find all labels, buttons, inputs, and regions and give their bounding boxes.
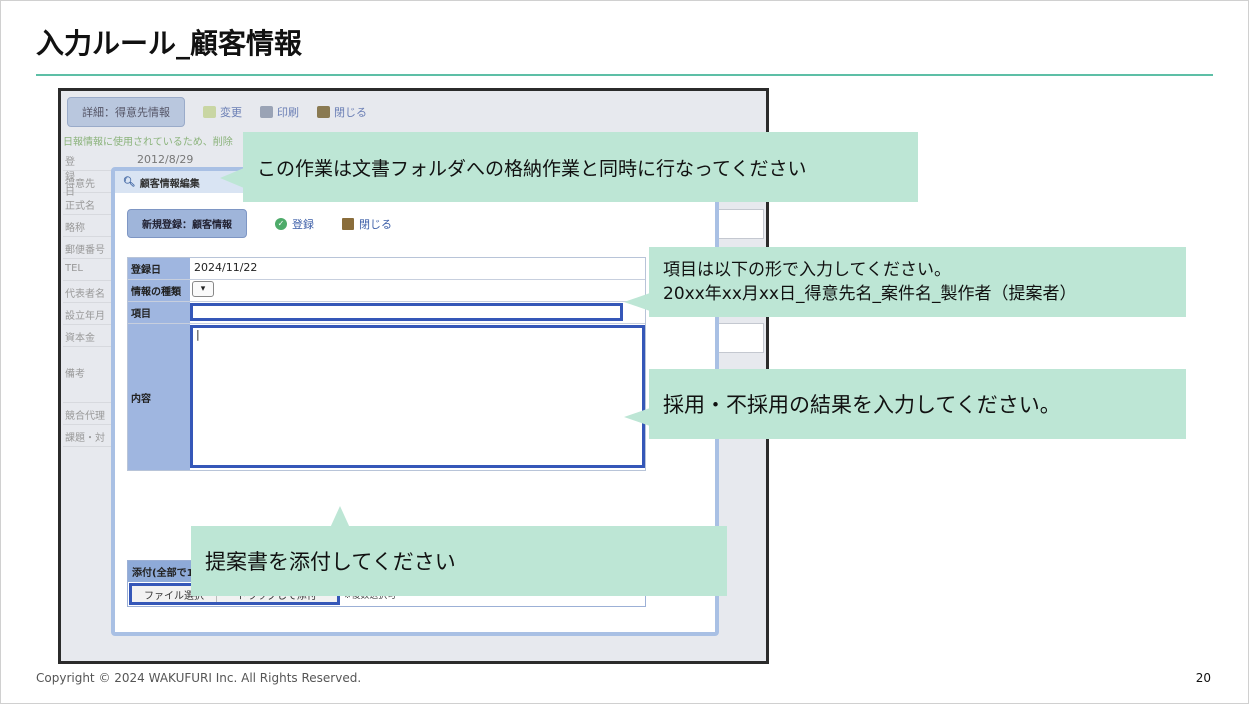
bg-notice: 日報情報に使用されているため、削除: [63, 137, 233, 148]
bg-row-label: 正式名: [65, 201, 95, 212]
callout-item-line1: 項目は以下の形で入力してください。: [663, 260, 951, 280]
type-label: 情報の種類: [128, 280, 190, 301]
door-icon: [317, 106, 330, 118]
bg-row-label: 競合代理: [65, 411, 105, 422]
date-label: 登録日: [128, 258, 190, 279]
callout-attach-arrow: [330, 506, 350, 528]
callout-attach-text: 提案書を添付してください: [205, 550, 456, 574]
bg-row-label: 課題・対: [65, 433, 105, 444]
bg-toolbar: 詳細：得意先情報 変更 印刷 閉じる: [63, 95, 764, 129]
bg-change-button[interactable]: 変更: [203, 104, 242, 120]
dialog-toolbar: 新規登録：顧客情報 ✓ 登録 閉じる: [127, 209, 392, 238]
callout-top: この作業は文書フォルダへの格納作業と同時に行なってください: [243, 132, 918, 202]
content-row: 内容 |: [128, 324, 645, 470]
title-divider: [36, 74, 1213, 76]
bg-row-value: 2012/8/29: [137, 153, 194, 166]
register-label: 登録: [292, 217, 314, 231]
page-number: 20: [1195, 671, 1211, 685]
bg-detail-tab[interactable]: 詳細：得意先情報: [67, 97, 185, 127]
bg-row-label: 得意先: [65, 179, 95, 190]
new-register-tab[interactable]: 新規登録：顧客情報: [127, 209, 247, 238]
item-label: 項目: [128, 302, 190, 323]
dialog-close-button[interactable]: 閉じる: [342, 216, 392, 232]
callout-content-arrow: [624, 408, 650, 426]
door-icon: [342, 217, 354, 230]
bg-row-label: 略称: [65, 223, 85, 234]
callout-item-arrow: [624, 293, 650, 311]
callout-item-line2: 20xx年xx月xx日_得意先名_案件名_製作者（提案者）: [663, 284, 1077, 304]
content-label: 内容: [128, 324, 190, 470]
callout-top-text: この作業は文書フォルダへの格納作業と同時に行なってください: [257, 157, 807, 180]
magnifier-icon: 🔍︎: [123, 176, 136, 188]
edit-icon: [203, 106, 216, 118]
dialog-close-label: 閉じる: [359, 217, 392, 231]
bg-print-label: 印刷: [277, 106, 299, 119]
bg-row-label: TEL: [65, 263, 83, 274]
callout-content: 採用・不採用の結果を入力してください。: [649, 369, 1186, 439]
register-button[interactable]: ✓ 登録: [275, 216, 314, 232]
dialog-title: 顧客情報編集: [139, 178, 200, 190]
check-icon: ✓: [275, 217, 287, 230]
customer-form: 登録日 2024/11/22 情報の種類 ▾ 項目 内容 |: [127, 257, 646, 471]
item-input[interactable]: [190, 303, 623, 321]
bg-print-button[interactable]: 印刷: [260, 104, 299, 120]
bg-row-label: 設立年月: [65, 311, 105, 322]
info-type-select[interactable]: ▾: [192, 281, 214, 297]
bg-field-box: [718, 209, 764, 239]
bg-row-label: 登録日: [65, 157, 75, 198]
callout-content-text: 採用・不採用の結果を入力してください。: [663, 393, 1061, 417]
content-label-text: 内容: [131, 393, 151, 405]
printer-icon: [260, 106, 273, 118]
bg-row-label: 代表者名: [65, 289, 105, 300]
date-value: 2024/11/22: [190, 258, 645, 279]
content-textarea[interactable]: |: [190, 325, 645, 468]
callout-top-arrow: [220, 168, 244, 188]
type-row: 情報の種類 ▾: [128, 280, 645, 302]
bg-row-label: 備考: [65, 369, 85, 380]
bg-row-label: 資本金: [65, 333, 95, 344]
item-row: 項目: [128, 302, 645, 324]
callout-item: 項目は以下の形で入力してください。 20xx年xx月xx日_得意先名_案件名_製…: [649, 247, 1186, 317]
date-row: 登録日 2024/11/22: [128, 258, 645, 280]
copyright: Copyright © 2024 WAKUFURI Inc. All Right…: [36, 671, 362, 685]
callout-attach: 提案書を添付してください: [191, 526, 727, 596]
bg-row-label: 郵便番号: [65, 245, 105, 256]
bg-field-box: [718, 323, 764, 353]
bg-close-button[interactable]: 閉じる: [317, 104, 367, 120]
bg-close-label: 閉じる: [334, 106, 367, 119]
slide-title: 入力ルール_顧客情報: [36, 27, 303, 60]
chevron-down-icon: ▾: [200, 284, 206, 294]
bg-change-label: 変更: [220, 106, 242, 119]
